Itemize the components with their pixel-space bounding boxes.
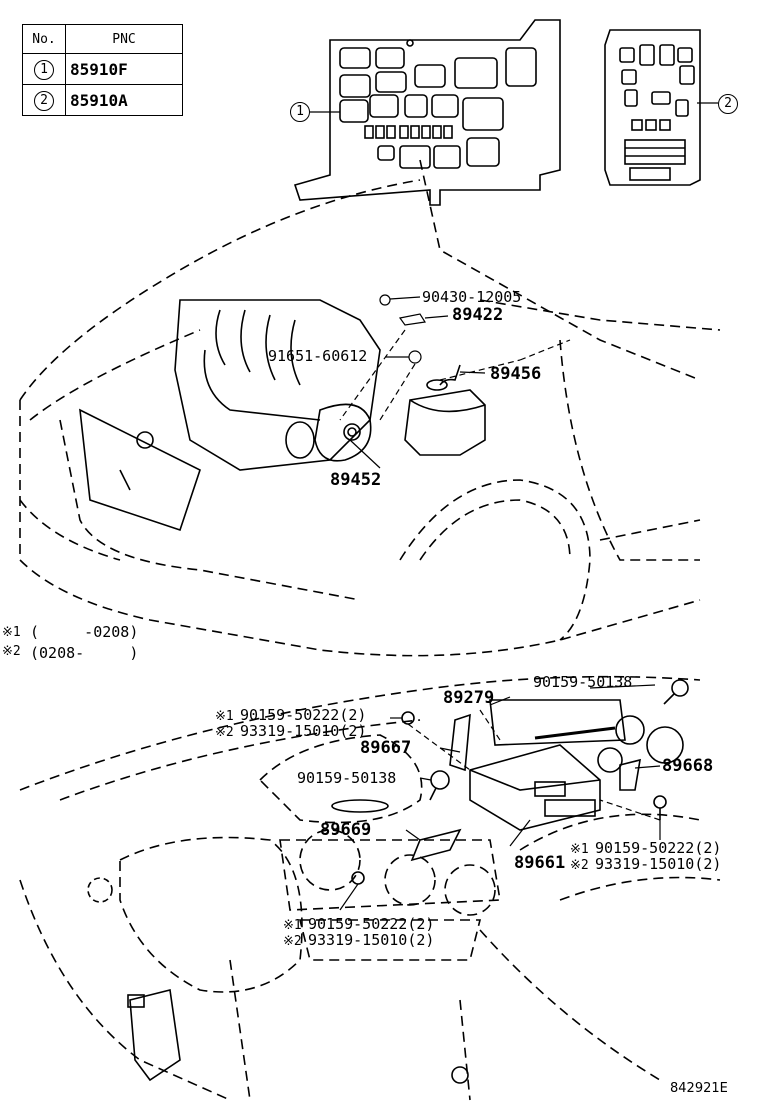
note-1-text: ( -0208) — [30, 623, 139, 641]
low-bolt-mark-1: ※1 — [283, 918, 302, 933]
label-90159-50138-top: 90159-50138 — [533, 673, 633, 691]
callout-2: 2 — [718, 94, 738, 114]
left-bolt-mark-2: ※2 — [215, 725, 234, 740]
left-bolt-mark-1: ※1 — [215, 709, 234, 724]
engine-bay-drawing — [19, 159, 721, 657]
label-89669: 89669 — [320, 820, 372, 840]
pnc-table-header: No. PNC — [22, 24, 183, 54]
label-89667: 89667 — [360, 738, 412, 758]
junction-block-1-drawing — [293, 19, 561, 206]
label-low-bolt-2: 93319-15010(2) — [308, 931, 435, 949]
label-right-bolt-2: 93319-15010(2) — [595, 855, 722, 873]
note-2-text: (0208- ) — [30, 644, 139, 662]
figure-code: 842921E — [670, 1081, 728, 1096]
label-left-bolt-2: 93319-15010(2) — [240, 722, 367, 740]
dashboard-drawing — [19, 675, 721, 1101]
label-89279: 89279 — [443, 688, 495, 708]
note-1-mark: ※1 — [2, 625, 21, 640]
label-89422: 89422 — [452, 305, 504, 325]
label-89668: 89668 — [662, 756, 714, 776]
header-pnc: PNC — [65, 24, 183, 54]
pnc-table: No. PNC 1 85910F 2 85910A — [22, 24, 183, 116]
label-90430-12005: 90430-12005 — [422, 288, 522, 306]
label-left-bolt-1: 90159-50222(2) — [240, 706, 367, 724]
label-low-bolt-1: 90159-50222(2) — [308, 915, 435, 933]
right-bolt-mark-1: ※1 — [570, 842, 589, 857]
table-row: 2 85910A — [22, 84, 183, 116]
note-2-mark: ※2 — [2, 644, 21, 659]
header-no: No. — [22, 24, 66, 54]
row-pnc-1: 85910F — [65, 53, 183, 85]
label-right-bolt-1: 90159-50222(2) — [595, 839, 722, 857]
junction-block-2-drawing — [604, 29, 701, 186]
label-89661: 89661 — [514, 853, 566, 873]
label-90159-50138-mid: 90159-50138 — [297, 769, 397, 787]
row-number-1: 1 — [34, 60, 54, 80]
row-number-2: 2 — [34, 91, 54, 111]
engine-leader-lines — [339, 294, 571, 469]
right-bolt-mark-2: ※2 — [570, 858, 589, 873]
label-89452: 89452 — [330, 470, 382, 490]
label-89456: 89456 — [490, 364, 542, 384]
row-pnc-2: 85910A — [65, 84, 183, 116]
table-row: 1 85910F — [22, 53, 183, 85]
label-91651-60612: 91651-60612 — [268, 347, 368, 365]
callout-1: 1 — [290, 102, 310, 122]
low-bolt-mark-2: ※2 — [283, 934, 302, 949]
dashboard-leader-lines — [339, 684, 661, 911]
